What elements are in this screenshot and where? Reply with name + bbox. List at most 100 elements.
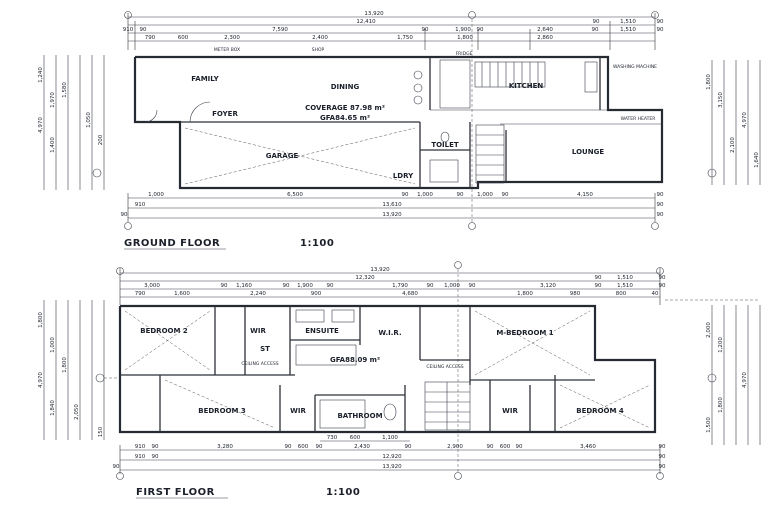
gf-dim: 910 bbox=[135, 202, 146, 208]
ff-dim: 1,510 bbox=[617, 283, 633, 289]
ff-dim: 800 bbox=[616, 291, 627, 297]
ff-dim: 90 bbox=[469, 283, 476, 289]
ff-dim: 2,240 bbox=[250, 291, 266, 297]
ff-dim: 90 bbox=[595, 275, 602, 281]
ff-room-mbedroom1: M-BEDROOM 1 bbox=[496, 329, 553, 337]
ff-dim: 90 bbox=[405, 444, 412, 450]
gf-left-dimensions: 1,240 1,970 1,580 4,970 1,400 1,050 200 bbox=[38, 55, 105, 190]
gf-dim: 1,510 bbox=[620, 19, 636, 25]
gf-right-dim: 1,640 bbox=[754, 152, 760, 168]
ff-dim: 3,280 bbox=[217, 444, 233, 450]
ff-overall-dim: 13,920 bbox=[370, 267, 390, 273]
gf-room-dining: DINING bbox=[331, 83, 360, 91]
gf-dim: 90 bbox=[657, 202, 664, 208]
ff-room-wir-c: WIR bbox=[290, 407, 306, 415]
ff-dim: 90 bbox=[659, 283, 666, 289]
gf-dim: 1,000 bbox=[148, 192, 164, 198]
ff-dim: 90 bbox=[659, 444, 666, 450]
ff-dim: 12,320 bbox=[355, 275, 375, 281]
ff-right-dim: 1,800 bbox=[718, 397, 724, 413]
ff-dim: 12,920 bbox=[382, 454, 402, 460]
first-floor-plan: 13,920 12,320 90 1,510 90 3,000 90 1,160… bbox=[38, 261, 761, 499]
gf-room-ldry: LDRY bbox=[393, 172, 414, 180]
ff-dim: 90 bbox=[113, 464, 120, 470]
gf-dim: 6,500 bbox=[287, 192, 303, 198]
ff-dim: 90 bbox=[152, 454, 159, 460]
ff-dim: 900 bbox=[311, 291, 322, 297]
ground-floor-plan: 13,920 12,410 90 1,510 90 910 90 7,590 9… bbox=[38, 11, 761, 250]
ff-dim: 910 bbox=[135, 444, 146, 450]
ff-left-dim: 1,800 bbox=[62, 357, 68, 373]
gf-left-dim: 1,400 bbox=[50, 137, 56, 153]
ff-dim: 90 bbox=[327, 283, 334, 289]
gf-dim: 1,750 bbox=[397, 35, 413, 41]
ff-dim: 600 bbox=[298, 444, 309, 450]
gf-left-dim: 200 bbox=[98, 134, 104, 145]
gf-right-dimensions: 1,800 3,150 4,970 2,100 1,640 bbox=[706, 60, 761, 185]
ff-dim: 1,800 bbox=[517, 291, 533, 297]
ff-dim: 90 bbox=[659, 464, 666, 470]
ff-left-dim: 1,000 bbox=[50, 337, 56, 353]
ff-left-dim: 4,970 bbox=[38, 372, 44, 388]
ff-room-st: ST bbox=[260, 345, 270, 353]
gf-dim: 600 bbox=[178, 35, 189, 41]
ground-floor-top-dimensions: 13,920 12,410 90 1,510 90 910 90 7,590 9… bbox=[123, 11, 664, 50]
ff-room-bedroom4: BEDROOM 4 bbox=[576, 407, 624, 415]
gf-title: GROUND FLOOR bbox=[124, 238, 220, 249]
gf-room-family: FAMILY bbox=[191, 75, 219, 83]
ff-dim: 90 bbox=[659, 275, 666, 281]
gf-bottom-dimensions: 1,000 6,500 90 1,000 90 1,000 90 4,150 9… bbox=[121, 192, 664, 222]
ff-dim: 90 bbox=[285, 444, 292, 450]
ff-dim: 90 bbox=[221, 283, 228, 289]
ff-dim: 90 bbox=[427, 283, 434, 289]
gf-right-dim: 3,150 bbox=[718, 92, 724, 108]
gf-dim: 90 bbox=[422, 27, 429, 33]
ff-dim: 2,430 bbox=[354, 444, 370, 450]
ff-room-bathroom: BATHROOM bbox=[337, 412, 382, 420]
ff-dim: 90 bbox=[659, 454, 666, 460]
gf-dim: 1,000 bbox=[417, 192, 433, 198]
gf-room-garage: GARAGE bbox=[266, 152, 299, 160]
gf-dim: 90 bbox=[593, 19, 600, 25]
gf-overall-dim: 13,920 bbox=[364, 11, 384, 17]
gf-dim: 2,640 bbox=[537, 27, 553, 33]
ff-dim: 1,510 bbox=[617, 275, 633, 281]
ff-right-dimensions: 2,000 1,200 4,970 1,800 1,500 bbox=[706, 305, 761, 445]
ff-dim: 90 bbox=[152, 444, 159, 450]
gf-dim: 90 bbox=[140, 27, 147, 33]
gf-dim: 12,410 bbox=[356, 19, 376, 25]
ff-left-dim: 2,050 bbox=[74, 404, 80, 420]
gf-dim: 2,400 bbox=[312, 35, 328, 41]
gf-dim: 13,920 bbox=[382, 212, 402, 218]
gf-dim: 90 bbox=[502, 192, 509, 198]
ff-dim: 1,790 bbox=[392, 283, 408, 289]
ff-left-dimensions: 1,800 1,000 1,800 4,970 1,840 2,050 150 bbox=[38, 300, 105, 440]
ff-bottom-dimensions: 730 600 1,100 910 90 3,280 90 600 90 2,4… bbox=[113, 435, 666, 474]
ff-dim: 4,680 bbox=[402, 291, 418, 297]
gf-dim: 1,510 bbox=[620, 27, 636, 33]
gf-dim: 1,900 bbox=[455, 27, 471, 33]
gf-left-dim: 1,240 bbox=[38, 67, 44, 83]
gf-note: FRIDGE bbox=[456, 51, 473, 57]
ff-top-dimensions: 13,920 12,320 90 1,510 90 3,000 90 1,160… bbox=[119, 267, 666, 305]
ff-dim: 90 bbox=[316, 444, 323, 450]
ff-dim: 90 bbox=[283, 283, 290, 289]
gf-dim: 790 bbox=[145, 35, 156, 41]
ff-dim: 3,120 bbox=[540, 283, 556, 289]
ff-dim: 790 bbox=[135, 291, 146, 297]
gf-dim: 90 bbox=[121, 212, 128, 218]
gf-left-dim: 1,970 bbox=[50, 92, 56, 108]
ff-dim: 910 bbox=[135, 454, 146, 460]
ff-walls bbox=[118, 304, 657, 434]
ff-note: CEILING ACCESS bbox=[241, 361, 278, 367]
gf-right-dim: 1,800 bbox=[706, 74, 712, 90]
ff-dim: 90 bbox=[595, 283, 602, 289]
ff-dim: 1,160 bbox=[236, 283, 252, 289]
ff-dim: 1,000 bbox=[444, 283, 460, 289]
gf-dim: 13,610 bbox=[382, 202, 402, 208]
gf-left-dim: 1,050 bbox=[86, 112, 92, 128]
ff-dim: 13,920 bbox=[382, 464, 402, 470]
ff-right-dim: 4,970 bbox=[742, 372, 748, 388]
ff-left-dim: 1,800 bbox=[38, 312, 44, 328]
